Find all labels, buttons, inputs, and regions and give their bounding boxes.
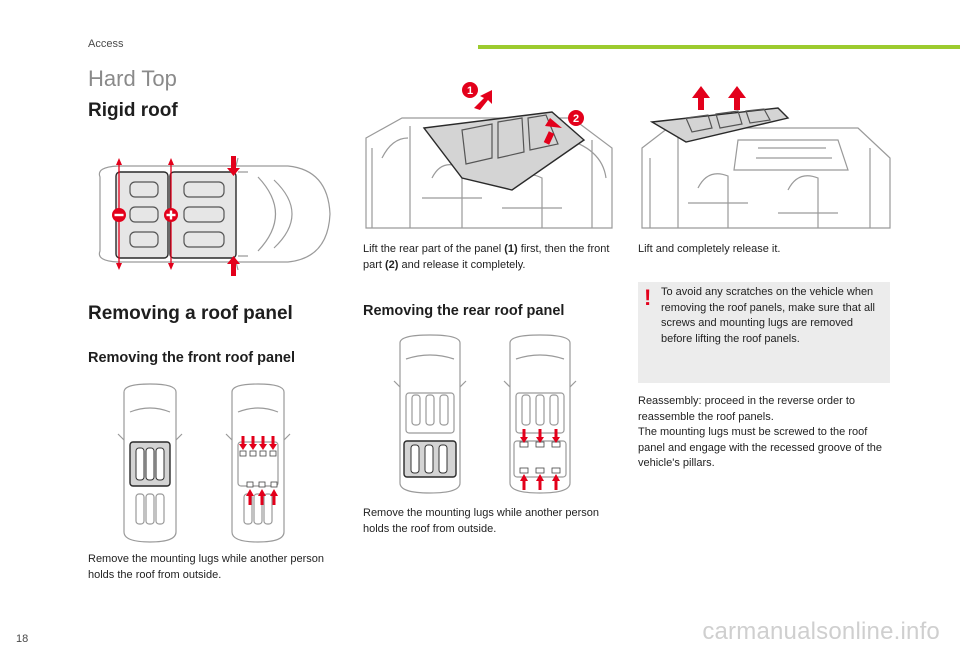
heading-removing-panel: Removing a roof panel [88,303,293,324]
rear-panel-topview-illustration [393,334,577,494]
watermark: carmanualsonline.info [702,618,940,645]
reassembly-text-1: Reassembly: proceed in the reverse order… [638,395,856,423]
heading-removing-front: Removing the front roof panel [88,350,296,366]
red-arrow-icon [474,90,562,145]
caption-lift-rear: Lift the rear part of the panel (1) firs… [363,242,619,273]
red-arrow-icon [239,436,278,505]
section-accent-bar [478,45,960,49]
callout-2: 2 [568,110,584,126]
svg-text:2: 2 [573,113,579,125]
caption-rear-lugs: Remove the mounting lugs while another p… [363,507,600,535]
warning-box [638,282,890,383]
warning-exclamation-icon: ! [644,285,652,310]
caption-ref-2: (2) [385,258,399,271]
section-label: Access [88,38,124,50]
heading-removing-rear: Removing the rear roof panel [363,303,565,319]
red-arrow-icon [227,156,240,276]
callout-1: 1 [462,82,478,98]
caption-lift-rear-part2: first, then the front part [363,243,610,271]
caption-lift-rear-part3: and release it completely. [398,258,526,271]
red-arrow-icon [692,86,746,110]
svg-text:1: 1 [467,85,473,97]
front-panel-topview-illustration [117,383,291,543]
warning-text: To avoid any scratches on the vehicle wh… [661,286,876,345]
reassembly-text-2: The mounting lugs must be screwed to the… [638,426,883,469]
caption-lift-release: Lift and completely release it. [638,243,781,255]
minus-circle-icon [112,208,126,222]
rear-lift-perspective-illustration: 1 2 [365,82,613,229]
caption-lift-rear-part1: Lift the rear part of the panel [363,243,505,255]
page-number: 18 [16,633,29,645]
plus-circle-icon [164,208,178,222]
caption-ref-1: (1) [504,243,518,255]
lift-release-perspective-illustration [641,86,891,229]
heading-rigid-roof: Rigid roof [88,100,178,121]
caption-front-lugs: Remove the mounting lugs while another p… [88,553,325,581]
red-arrow-icon [520,429,560,490]
rigid-roof-topview-illustration [98,156,331,276]
page-title: Hard Top [88,66,177,91]
